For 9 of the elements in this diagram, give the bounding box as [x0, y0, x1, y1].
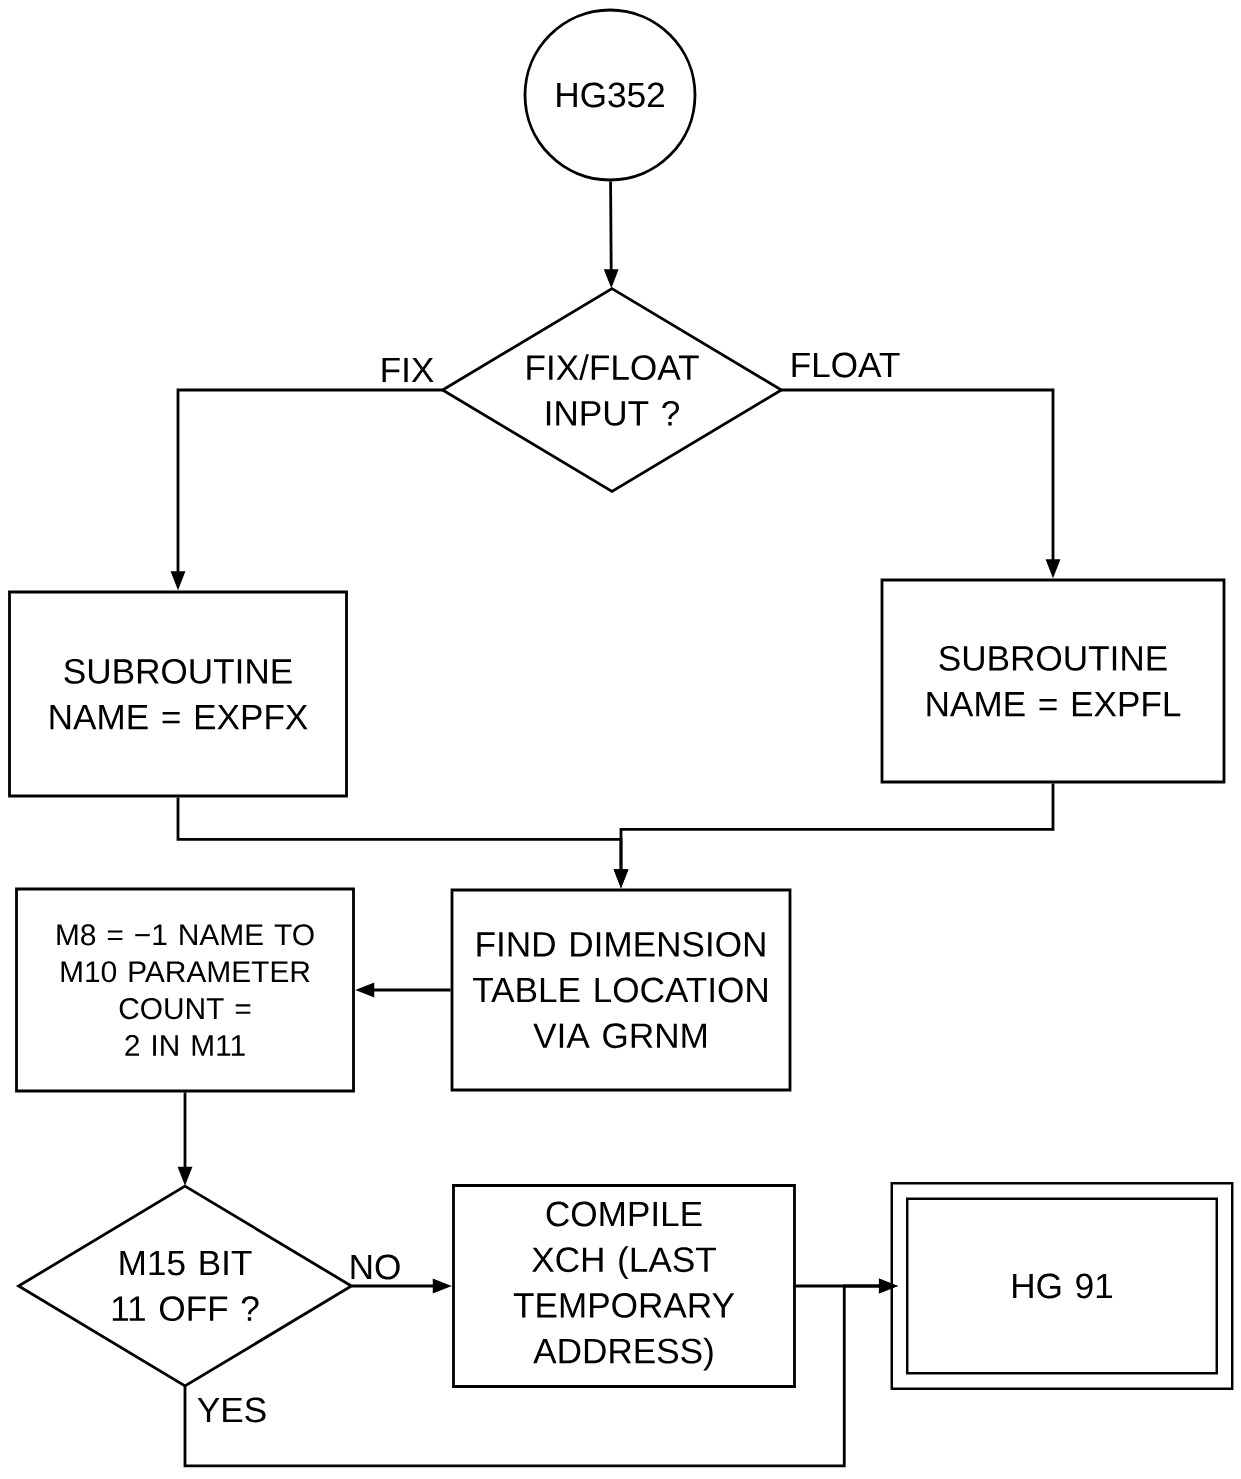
edge-label: FIX: [377, 356, 437, 384]
process-box: COMPILE XCH (LAST TEMPORARY ADDRESS): [452, 1184, 796, 1388]
edge-label: FLOAT: [787, 350, 903, 380]
process-box: SUBROUTINE NAME = EXPFL: [880, 578, 1226, 784]
process-box: M8 = −1 NAME TO M10 PARAMETER COUNT = 2 IN M11: [15, 887, 355, 1093]
process-box: FIND DIMENSION TABLE LOCATION VIA GRNM: [450, 888, 792, 1092]
edge-label: YES: [195, 1395, 269, 1425]
terminal-box: HG 91: [890, 1182, 1234, 1390]
process-box: SUBROUTINE NAME = EXPFX: [8, 590, 348, 798]
